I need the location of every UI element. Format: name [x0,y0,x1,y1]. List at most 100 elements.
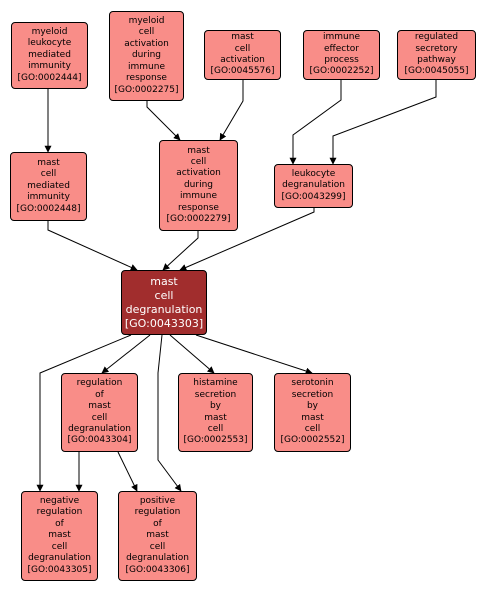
edge-arrow [219,80,244,141]
go-term-label-line: negative [39,496,80,507]
go-term-label-line: leukocyte [291,168,336,179]
edge-arrow [47,221,138,271]
go-term-label-line: mediated [27,180,70,191]
go-term-label-line: activation [176,168,221,179]
go-term-label-line: mast [301,412,324,423]
go-term-label-line: secretion [194,389,237,400]
go-term-label-line: secretory [415,43,458,54]
go-term-label-line: cell [190,156,207,167]
go-term-label-line: degranulation [68,423,131,434]
go-term-label-line: secretion [291,389,334,400]
edge-arrow [146,101,181,141]
go-term-id: [GO:0002444] [17,72,82,83]
edge-arrow [36,334,132,492]
go-term-label-line: immune [180,191,217,202]
go-term-label-line: immune [323,32,360,43]
go-term-label-line: mediated [28,49,71,60]
go-term-label-line: cell [149,541,166,552]
go-term-id: [GO:0002275] [114,84,179,95]
go-term-label-line: regulation [76,378,123,389]
go-term-label-line: activation [124,38,169,49]
go-term-label-line: of [55,518,64,529]
go-term-label-line: immunity [28,61,71,72]
go-term-label-line: response [178,202,219,213]
go-term-label-line: cell [40,169,57,180]
go-term-label-line: pathway [417,55,456,65]
go-term-label-line: effector [324,43,359,54]
go-term-label-line: degranulation [28,553,91,564]
go-term-label-line: myeloid [128,16,165,27]
go-term-label-line: serotonin [291,378,334,389]
go-term-label-line: immune [128,61,165,72]
go-term-label-line: activation [220,55,265,65]
go-term-label-line: mast [37,157,60,168]
edge-arrow [289,80,342,165]
edge-arrow [157,334,182,492]
go-term-label-line: by [209,401,222,412]
go-term-id: [GO:0002552] [280,435,345,446]
go-term-id: [GO:0002553] [183,435,248,446]
edge-arrow [169,334,215,374]
go-term-label-line: cell [304,423,321,434]
go-term-id: [GO:0045576] [210,66,275,77]
go-term-label-line: mast [187,145,210,156]
go-term-label-line: cell [154,288,174,302]
go-term-label-line: of [153,518,162,529]
go-term-label-line: mast [204,412,227,423]
edge-arrow [101,334,151,374]
go-term-id: [GO:0043304] [67,435,132,446]
go-term-label-line: by [306,401,319,412]
edge-arrow [329,80,437,165]
go-term-label-line: during [131,50,162,61]
go-term-label-line: immunity [27,192,70,203]
go-term-label-line: regulation [134,507,181,518]
go-term-label-line: of [95,389,104,400]
go-term-label-line: mast [231,32,254,43]
edge-arrow [179,208,315,271]
go-term-label-line: process [324,55,359,65]
go-term-label-line: leukocyte [27,38,72,49]
go-term-label-line: response [126,73,167,84]
go-term-label-line: mast [146,530,169,541]
go-term-id: [GO:0002279] [166,214,231,225]
go-term-label-line: cell [91,412,108,423]
go-term-label-line: cell [234,43,251,54]
go-term-label-line: mast [88,401,111,412]
edge-arrow [195,334,313,375]
go-term-label-line: mast [150,274,178,288]
go-term-id: [GO:0043299] [281,191,346,202]
go-term-id: [GO:0045055] [404,66,469,77]
go-term-id: [GO:0043306] [125,564,190,575]
go-term-id: [GO:0043305] [27,564,92,575]
go-term-label-line: myeloid [31,26,68,37]
go-term-label-line: degranulation [282,180,345,191]
go-term-label-line: regulated [414,32,459,43]
go-term-label-line: degranulation [125,302,203,316]
edge-arrow [162,231,199,271]
go-term-label-line: mast [48,530,71,541]
go-term-label-line: degranulation [126,553,189,564]
go-term-label-line: cell [207,423,224,434]
go-term-label-line: regulation [36,507,83,518]
go-term-label-line: histamine [193,378,238,389]
go-term-label-line: cell [51,541,68,552]
go-term-label-line: during [183,179,214,190]
go-term-id: [GO:0002252] [309,66,374,77]
go-term-id: [GO:0043303] [124,316,204,330]
edge-arrow [117,451,138,492]
